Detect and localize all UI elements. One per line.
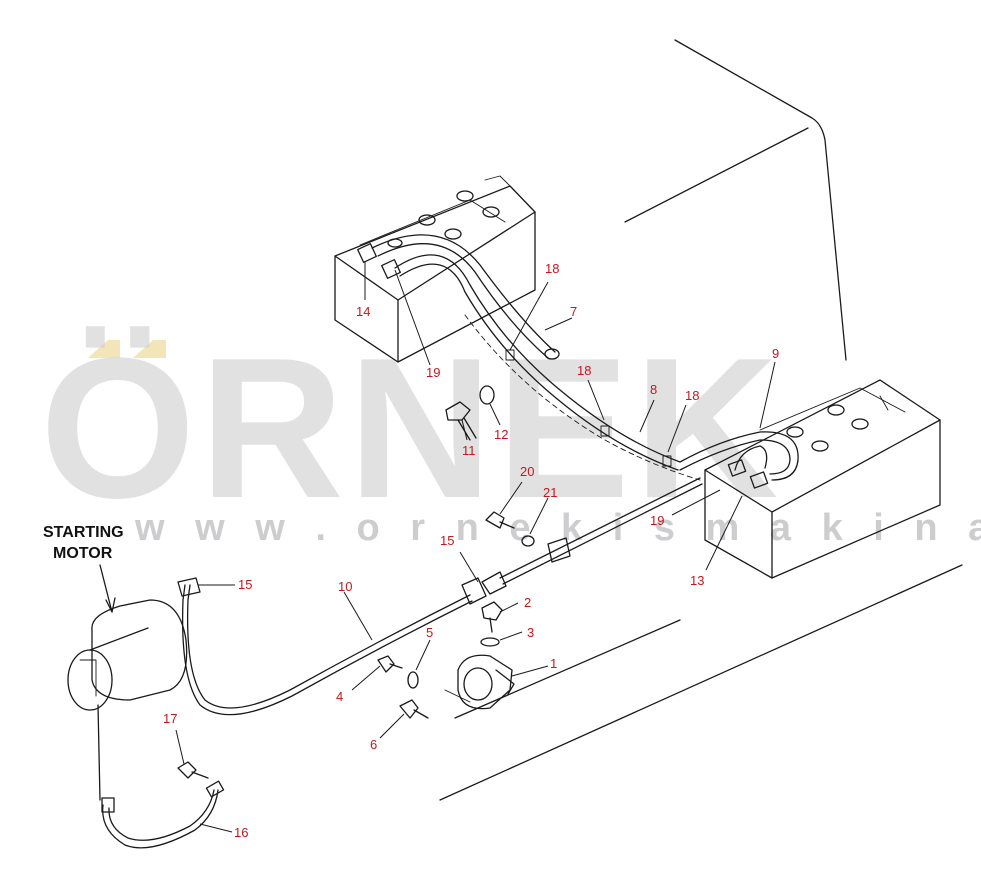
clamp-1 <box>444 654 515 710</box>
label-21: 21 <box>543 485 557 500</box>
label-14: 14 <box>356 304 370 319</box>
cable-9 <box>679 431 799 481</box>
bolt-6 <box>399 699 429 719</box>
label-18c: 18 <box>685 388 699 403</box>
watermark-url: w w w . o r n e k i s m a k i n a l a r … <box>134 507 981 549</box>
label-8: 8 <box>650 382 657 397</box>
cable-8 <box>394 254 681 463</box>
label-15b: 15 <box>440 533 454 548</box>
label-16: 16 <box>234 825 248 840</box>
caption-line-2: MOTOR <box>53 545 113 562</box>
label-1: 1 <box>550 656 557 671</box>
bolt-2 <box>481 601 503 633</box>
chassis-lower-edge <box>454 619 681 719</box>
washer-3 <box>480 637 500 647</box>
label-7: 7 <box>570 304 577 319</box>
caption-line-1: STARTING <box>43 524 124 541</box>
label-18b: 18 <box>577 363 591 378</box>
label-3: 3 <box>527 625 534 640</box>
battery-2 <box>704 379 941 579</box>
part-labels: 1 2 3 4 5 6 7 8 9 10 11 12 13 14 15 15 1… <box>163 261 779 840</box>
washer-12 <box>479 385 495 405</box>
label-11: 11 <box>462 443 476 458</box>
leader-lines <box>175 262 776 833</box>
washer-21 <box>521 535 535 547</box>
bolt-17 <box>177 761 209 779</box>
label-6: 6 <box>370 737 377 752</box>
label-19a: 19 <box>426 365 440 380</box>
battery-cables <box>357 234 799 489</box>
starting-motor <box>67 564 188 711</box>
washer-5 <box>407 671 419 689</box>
chassis-top-edge <box>674 39 847 361</box>
label-17: 17 <box>163 711 177 726</box>
label-15a: 15 <box>238 577 252 592</box>
label-2: 2 <box>524 595 531 610</box>
label-9: 9 <box>772 346 779 361</box>
label-12: 12 <box>494 427 508 442</box>
label-19b: 19 <box>650 513 664 528</box>
cable-7 <box>371 234 556 353</box>
label-13: 13 <box>690 573 704 588</box>
chassis-outline <box>439 39 963 801</box>
starting-motor-caption: STARTING MOTOR <box>43 524 124 562</box>
watermark: ÖRNEK w w w . o r n e k i s m a k i n a … <box>40 317 981 549</box>
label-4: 4 <box>336 689 343 704</box>
label-18a: 18 <box>545 261 559 276</box>
watermark-brand: ÖRNEK <box>40 317 782 540</box>
bolt-4 <box>377 655 403 673</box>
watermark-accent-mark <box>88 340 120 358</box>
chassis-diagonal <box>624 127 809 223</box>
label-5: 5 <box>426 625 433 640</box>
label-20: 20 <box>520 464 534 479</box>
cable-16 <box>97 704 225 849</box>
bolt-20 <box>485 511 515 529</box>
label-10: 10 <box>338 579 352 594</box>
chassis-bottom-edge <box>439 564 963 801</box>
watermark-accent-mark <box>133 340 166 358</box>
